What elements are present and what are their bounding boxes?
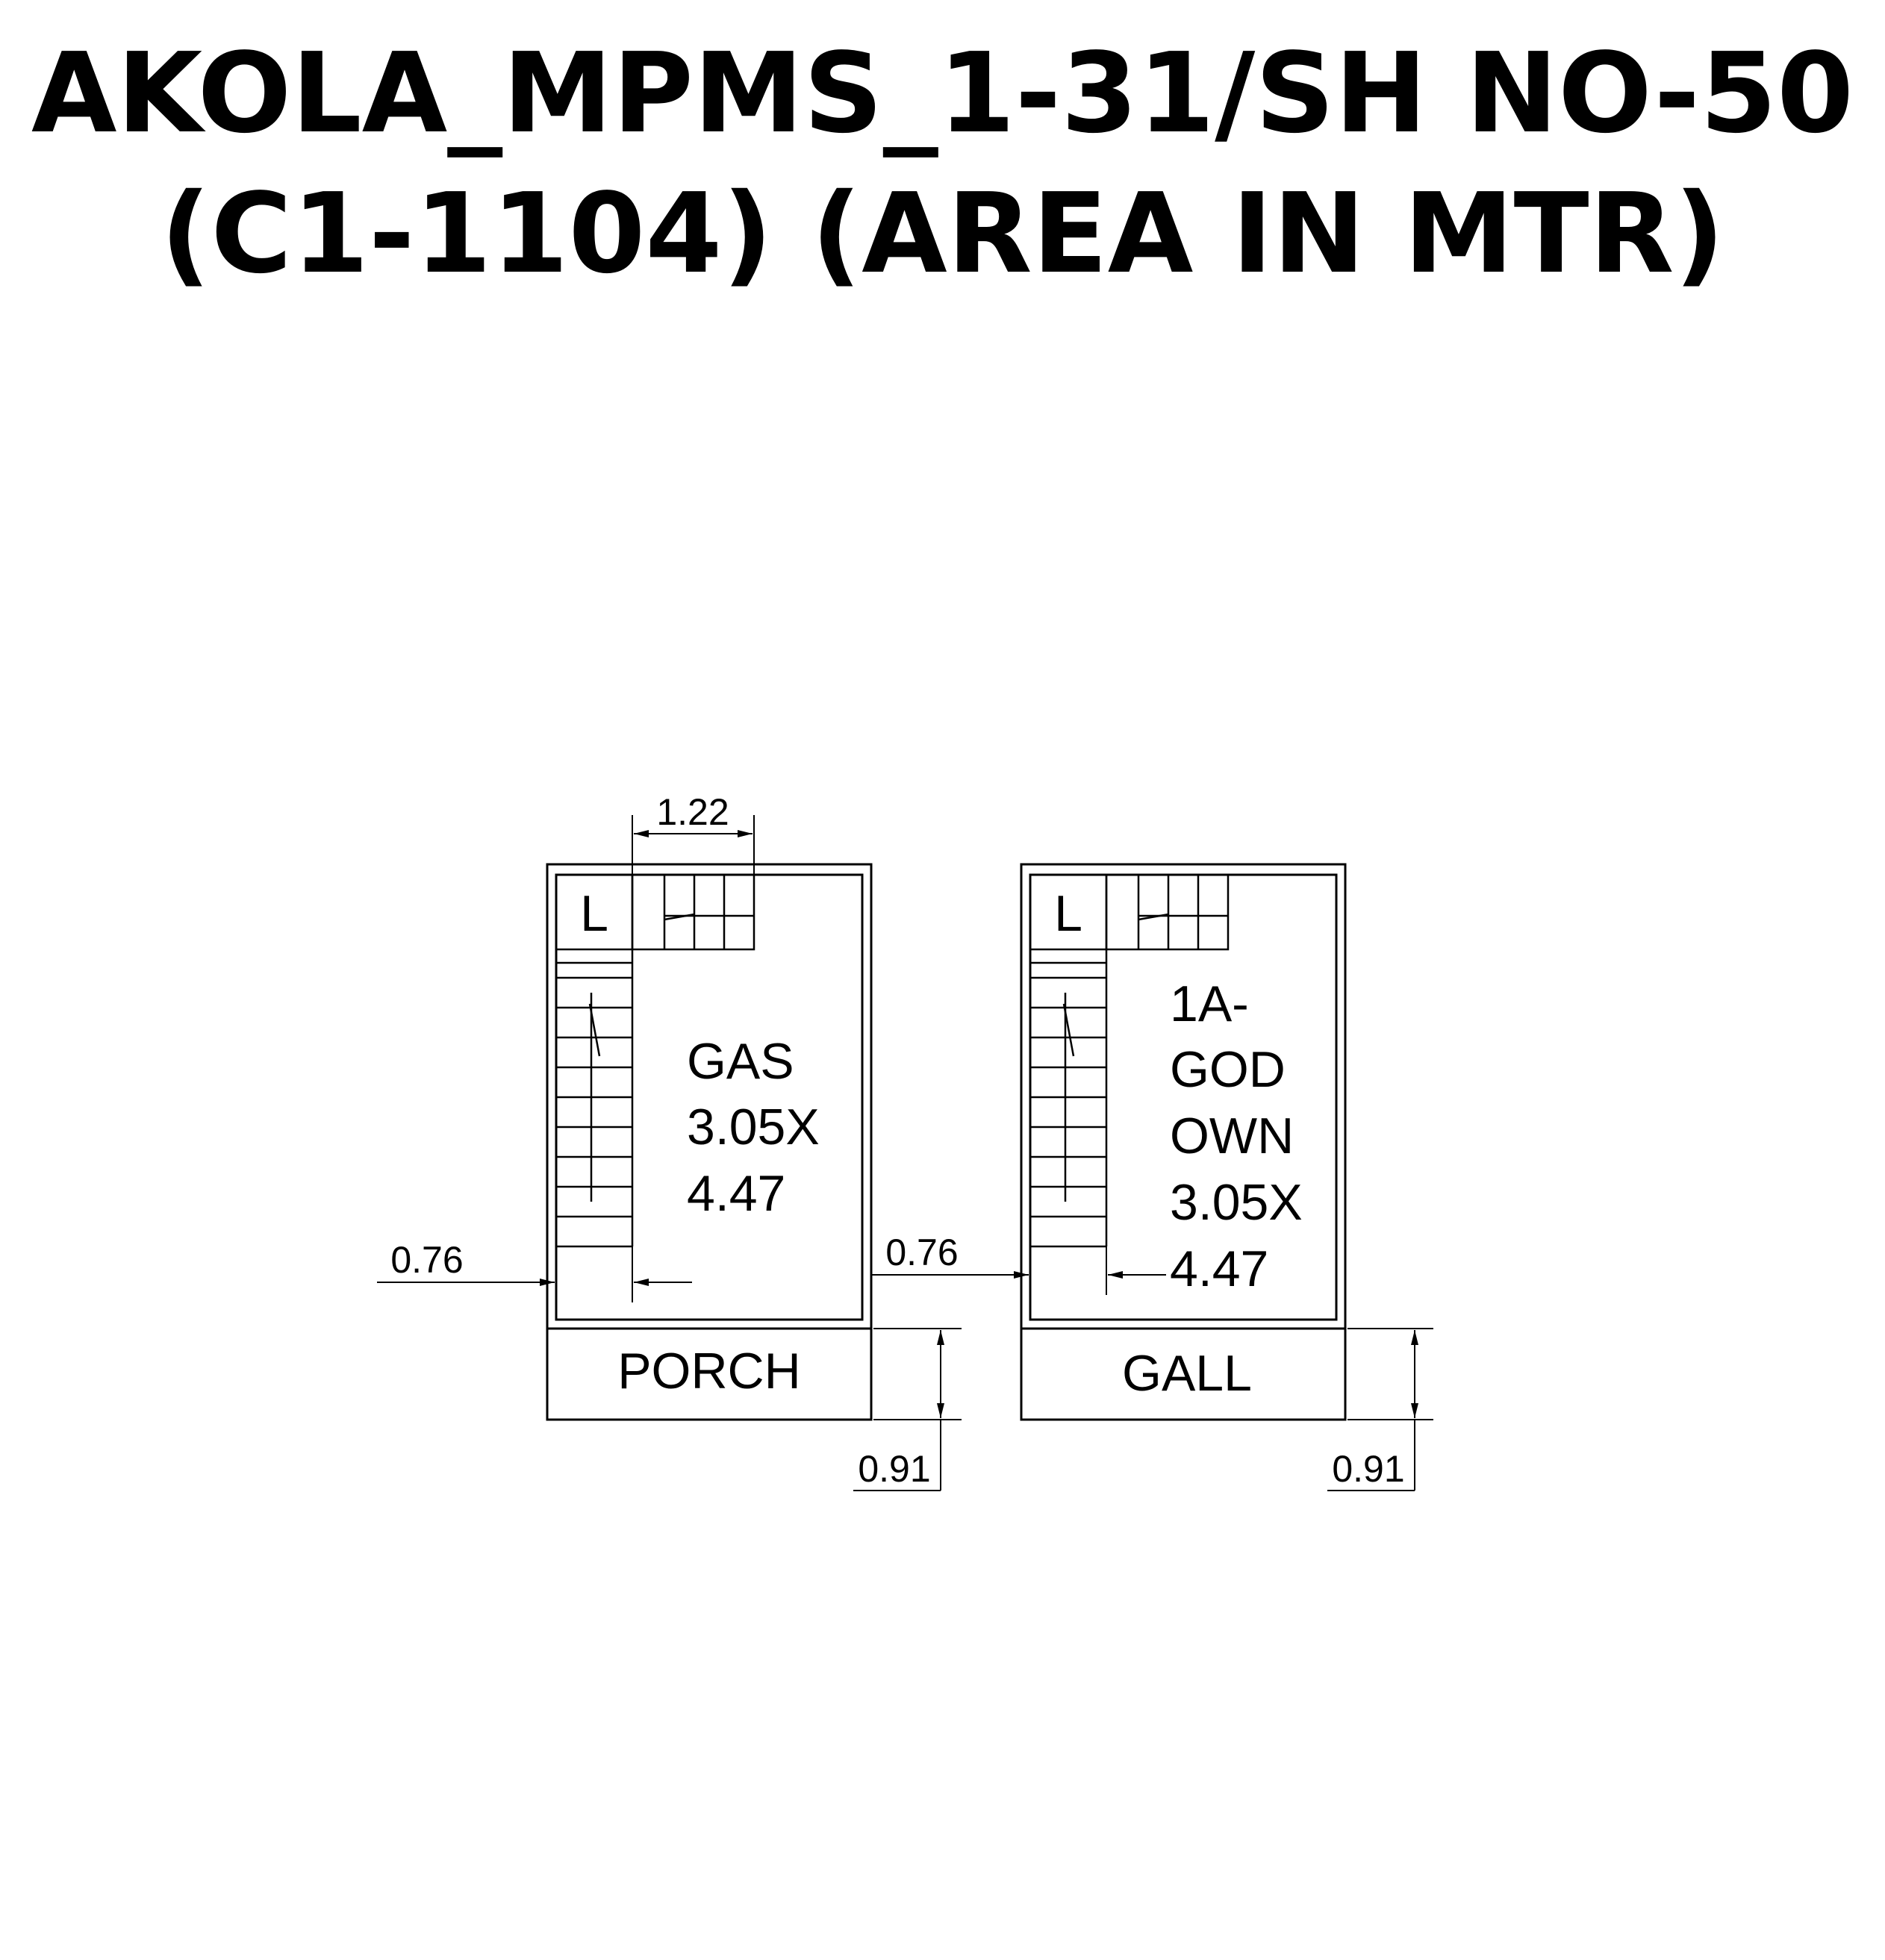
right-side-stair (1030, 949, 1108, 1248)
dim-stair-width-label: 1.22 (656, 791, 729, 833)
left-unit: L GAS 3. (546, 863, 873, 1421)
left-side-stair (556, 949, 634, 1248)
dim-left-front-depth-label: 0.91 (858, 1448, 930, 1490)
left-porch-label: PORCH (617, 1343, 801, 1399)
right-gallery-label: GALL (1122, 1345, 1252, 1402)
dim-right-front-depth (1327, 1328, 1433, 1491)
right-gallery (1020, 1327, 1347, 1421)
dim-right-front-depth-label: 0.91 (1332, 1448, 1404, 1490)
left-room-label: GAS 3.05X 4.47 (687, 1033, 834, 1222)
right-room-label: 1A- GOD OWN 3.05X 4.47 (1170, 976, 1317, 1297)
page-title-line-1: AKOLA_MPMS_1-31/SH NO-50 (31, 29, 1854, 157)
right-unit: L 1A- GO (1020, 863, 1347, 1421)
page-title-line-2: (C1-1104) (AREA IN MTR) (160, 169, 1725, 298)
dim-left-setback (377, 1246, 692, 1302)
dim-gap-setback-label: 0.76 (885, 1232, 958, 1273)
left-porch (546, 1327, 873, 1421)
dim-left-front-depth (853, 1328, 962, 1491)
dim-left-setback-label: 0.76 (390, 1239, 463, 1281)
left-lift-label: L (580, 885, 608, 942)
dim-gap-setback (871, 1246, 1166, 1295)
dim-stair-width (632, 815, 755, 949)
right-lift-label: L (1054, 885, 1082, 942)
left-top-stair (631, 873, 755, 951)
right-top-stair (1105, 873, 1230, 951)
